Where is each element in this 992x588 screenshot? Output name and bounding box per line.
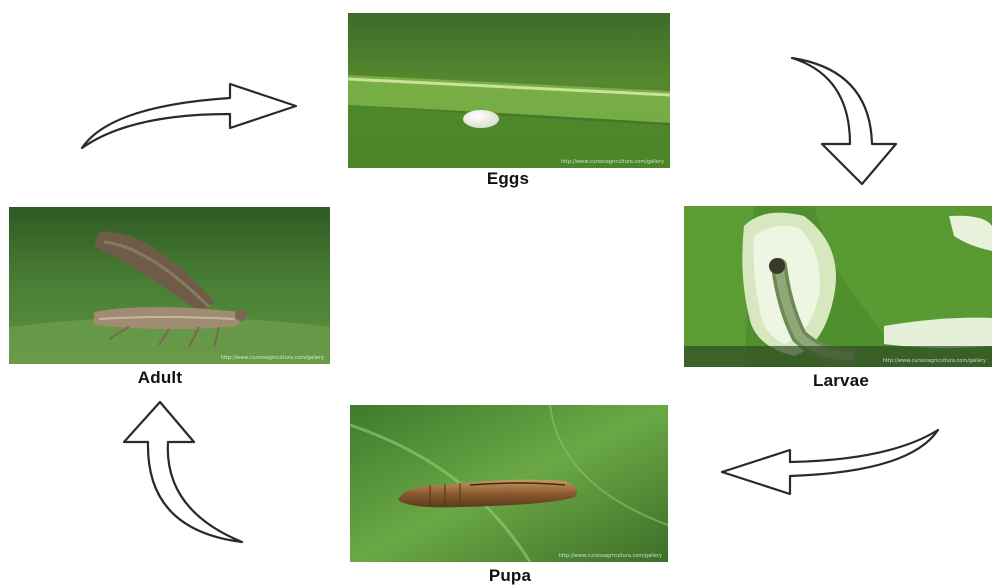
pupa-image <box>350 405 668 562</box>
larvae-to-pupa-arrow-icon <box>720 428 940 500</box>
adult-label: Adult <box>100 368 220 388</box>
eggs-watermark: http://www.cursosagricultura.com/gallery <box>561 159 664 165</box>
eggs-to-larvae-arrow-icon <box>790 56 900 186</box>
larvae-image <box>684 206 992 367</box>
eggs-photo: http://www.cursosagricultura.com/gallery <box>348 13 670 168</box>
eggs-image <box>348 13 670 168</box>
larvae-watermark: http://www.cursosagricultura.com/gallery <box>883 358 986 364</box>
pupa-watermark: http://www.cursosagricultura.com/gallery <box>559 553 662 559</box>
pupa-photo: http://www.cursosagricultura.com/gallery <box>350 405 668 562</box>
eggs-label: Eggs <box>448 169 568 189</box>
pupa-label: Pupa <box>450 566 570 586</box>
adult-photo: http://www.cursosagricultura.com/gallery <box>9 207 330 364</box>
larvae-label: Larvae <box>781 371 901 391</box>
pupa-to-adult-arrow-icon <box>110 400 245 545</box>
adult-image <box>9 207 330 364</box>
adult-to-eggs-arrow-icon <box>80 78 300 153</box>
adult-watermark: http://www.cursosagricultura.com/gallery <box>221 355 324 361</box>
larvae-photo: http://www.cursosagricultura.com/gallery <box>684 206 992 367</box>
